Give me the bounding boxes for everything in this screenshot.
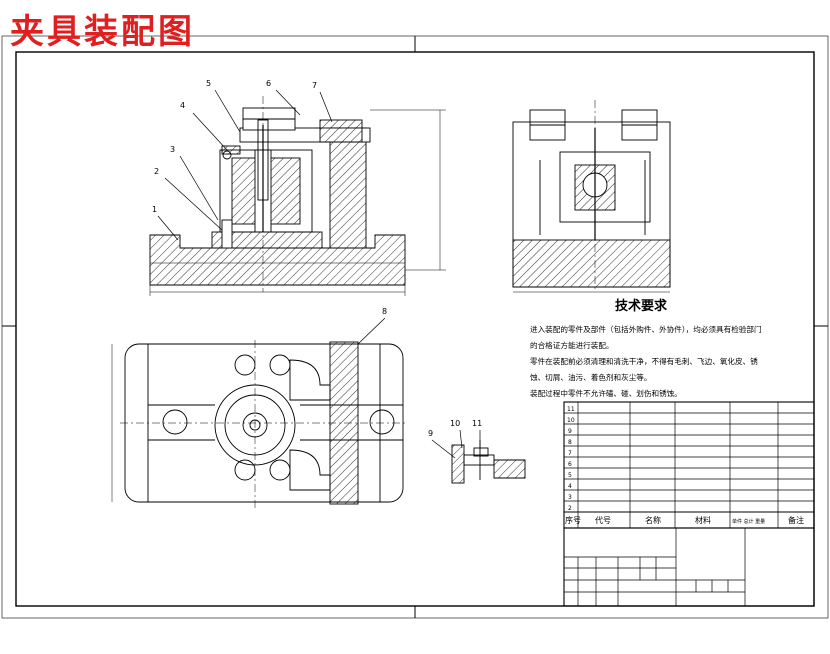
bom-header-cell: 代号	[595, 515, 611, 525]
bom-num: 6	[568, 461, 572, 468]
part-balloon-label: 3	[170, 145, 175, 154]
bom-num: 2	[568, 505, 572, 512]
tech-heading: 技术要求	[615, 298, 668, 314]
part-balloon-label: 8	[382, 307, 387, 316]
bom-num: 4	[568, 483, 572, 490]
bom-num: 10	[567, 417, 575, 424]
page-title: 夹具装配图	[10, 12, 195, 52]
part-balloon-label: 5	[206, 79, 211, 88]
part-balloon-label: 4	[180, 101, 185, 110]
part-balloons	[157, 89, 481, 459]
part-balloon-label: 7	[312, 81, 317, 90]
part-balloon-label: 10	[450, 419, 460, 428]
part-balloon-label: 1	[152, 205, 157, 214]
part-balloon-label: 6	[266, 79, 271, 88]
bom-num: 5	[568, 472, 572, 479]
bom-header-cell: 材料	[695, 515, 711, 525]
bom-header-cell: 名称	[645, 515, 661, 525]
bom-num: 11	[567, 406, 575, 413]
front-section-view	[149, 96, 446, 296]
tech-line-3: 零件在装配前必须清理和清洗干净，不得有毛刺、飞边、氧化皮、锈	[530, 356, 758, 366]
side-view	[512, 100, 671, 293]
bom-header-cell: 备注	[788, 515, 804, 525]
bom-num: 9	[568, 428, 572, 435]
bom-table	[563, 401, 815, 529]
detail-view	[451, 440, 526, 484]
bom-header: 序号 代号 名称 材料 单件 总计 重量 备注	[565, 515, 804, 525]
tech-line-5: 装配过程中零件不允许磕、碰、划伤和锈蚀。	[530, 388, 682, 398]
tech-line-1: 进入装配的零件及部件（包括外购件、外协件），均必须具有检验部门	[530, 324, 762, 334]
bom-header-cell: 序号	[565, 515, 581, 525]
part-balloon-label: 11	[472, 419, 482, 428]
tech-requirements: 技术要求 进入装配的零件及部件（包括外购件、外协件），均必须具有检验部门 的合格…	[530, 298, 762, 398]
title-block	[563, 527, 815, 607]
part-balloon-label: 2	[154, 167, 159, 176]
bom-row-numbers: 11 10 9 8 7 6 5 4 3 2	[567, 406, 575, 512]
tech-line-4: 蚀、切屑、油污、着色剂和灰尘等。	[530, 372, 652, 382]
part-balloon-label: 9	[428, 429, 433, 438]
bom-num: 8	[568, 439, 572, 446]
bom-header-cell: 单件 总计 重量	[732, 518, 765, 525]
drawing-frame	[1, 35, 829, 619]
tech-line-2: 的合格证方能进行装配。	[530, 340, 614, 350]
bom-num: 3	[568, 494, 572, 501]
bom-num: 7	[568, 450, 572, 457]
top-view	[111, 340, 408, 508]
